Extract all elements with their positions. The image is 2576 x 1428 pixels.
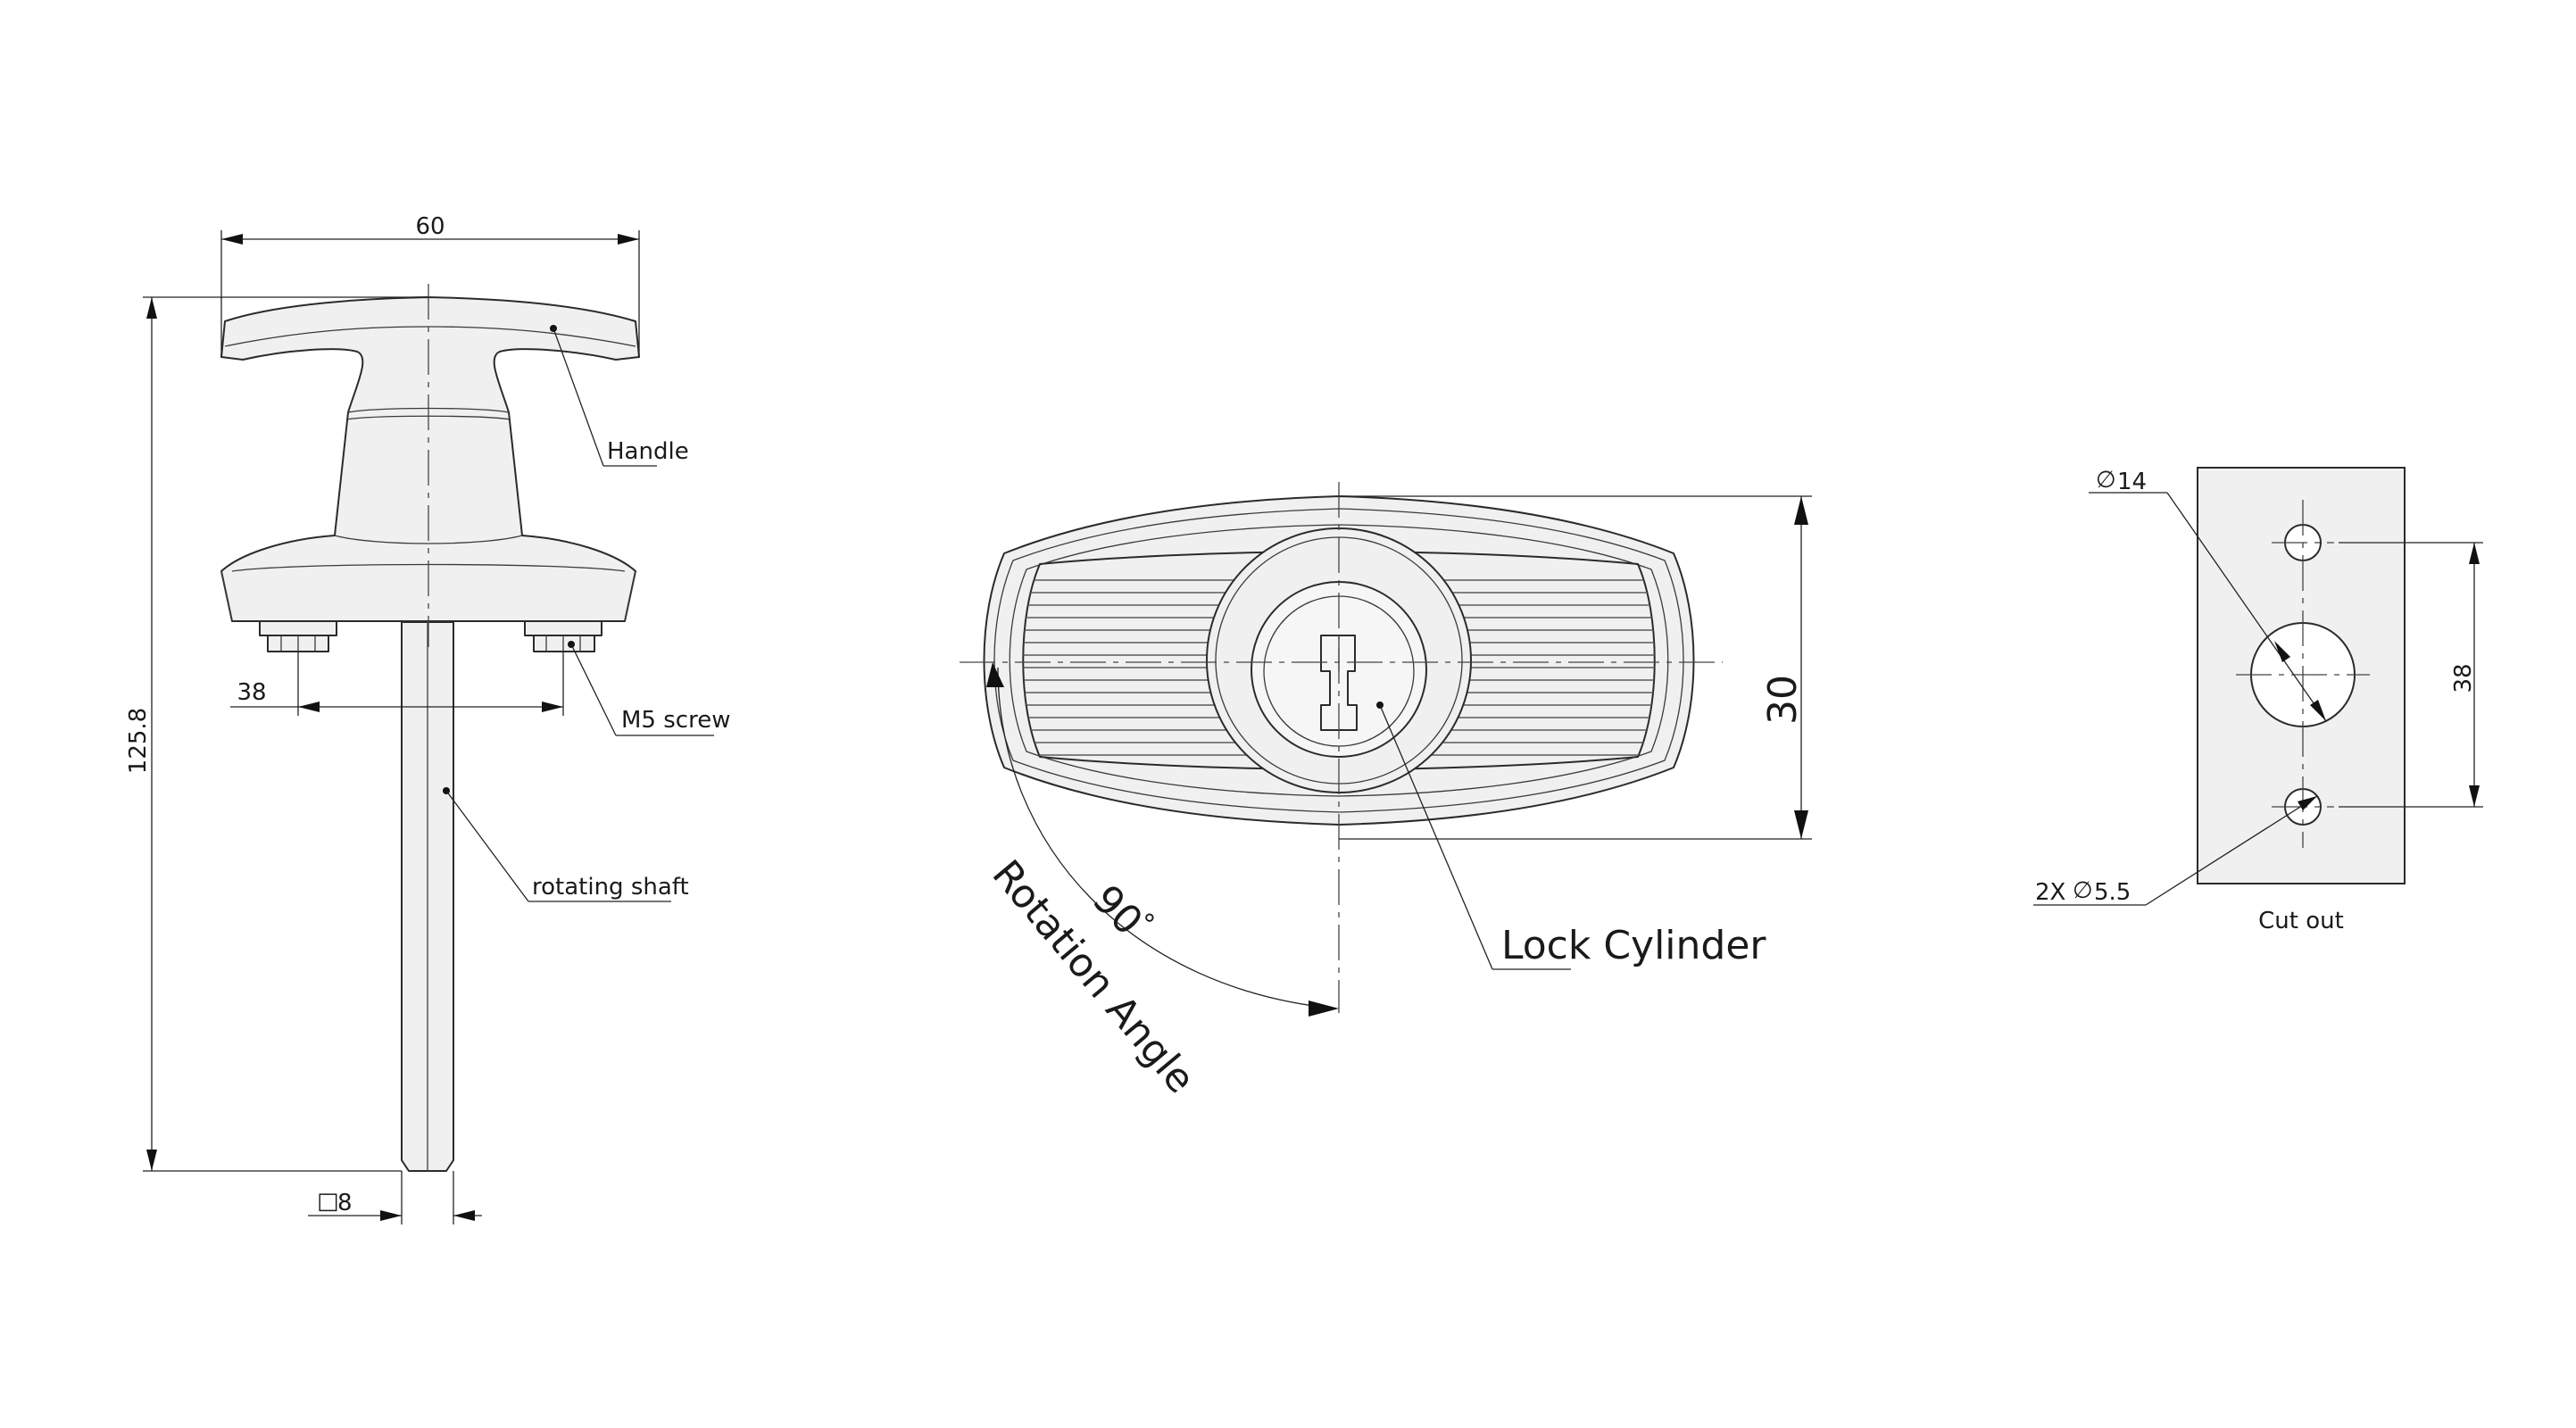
dim-hole-spacing-text: 38 xyxy=(2450,663,2477,693)
label-rotation-angle: Rotation Angle xyxy=(984,851,1204,1101)
shaft-square-symbol: □ xyxy=(317,1188,339,1215)
dim-width-60: 60 xyxy=(220,213,640,357)
m5-screw-left xyxy=(259,620,337,652)
dim-small-hole: 2X ∅ 5.5 xyxy=(2033,795,2318,906)
dim-screw-spacing: 38 xyxy=(230,652,564,716)
dim-width-text: 60 xyxy=(415,213,445,240)
label-m5-screw: M5 screw xyxy=(621,707,730,734)
dim-large-hole: ∅ 14 xyxy=(2089,467,2327,722)
label-handle: Handle xyxy=(607,438,689,465)
diameter-symbol-small: ∅ xyxy=(2073,877,2093,904)
diameter-symbol-large: ∅ xyxy=(2096,467,2116,494)
cutout-view: 38 ∅ 14 2X ∅ 5.5 Cut out xyxy=(2033,467,2483,934)
dim-large-hole-text: 14 xyxy=(2117,469,2147,495)
front-view: 30 90 ° Rotation Angle Lock Cylinder xyxy=(960,482,1812,1102)
dim-height-30: 30 xyxy=(1339,495,1812,840)
label-rotating-shaft: rotating shaft xyxy=(532,874,689,901)
dim-height-125-8: 125.8 xyxy=(125,296,428,1172)
dim-shaft-size-text: 8 xyxy=(337,1190,353,1216)
keyway-icon xyxy=(1320,635,1358,731)
dim-height-30-text: 30 xyxy=(1760,675,1806,725)
dim-shaft-size: □ 8 xyxy=(308,1171,482,1225)
leader-shaft: rotating shaft xyxy=(443,787,689,902)
leader-handle: Handle xyxy=(550,325,689,467)
cutout-title: Cut out xyxy=(2258,908,2344,934)
side-view: 60 125.8 38 □ 8 xyxy=(125,213,730,1225)
m5-screw-right xyxy=(524,620,602,652)
dim-height-text: 125.8 xyxy=(125,708,152,774)
label-lock-cylinder: Lock Cylinder xyxy=(1501,923,1766,968)
dim-hole-spacing: 38 xyxy=(2339,542,2483,808)
dim-screw-spacing-text: 38 xyxy=(237,679,266,706)
handle-body xyxy=(220,296,640,622)
leader-lock-cylinder: Lock Cylinder xyxy=(1376,702,1766,970)
dim-small-hole-text: 5.5 xyxy=(2094,879,2131,906)
small-hole-count: 2X xyxy=(2035,879,2065,906)
leader-screw: M5 screw xyxy=(568,641,730,736)
